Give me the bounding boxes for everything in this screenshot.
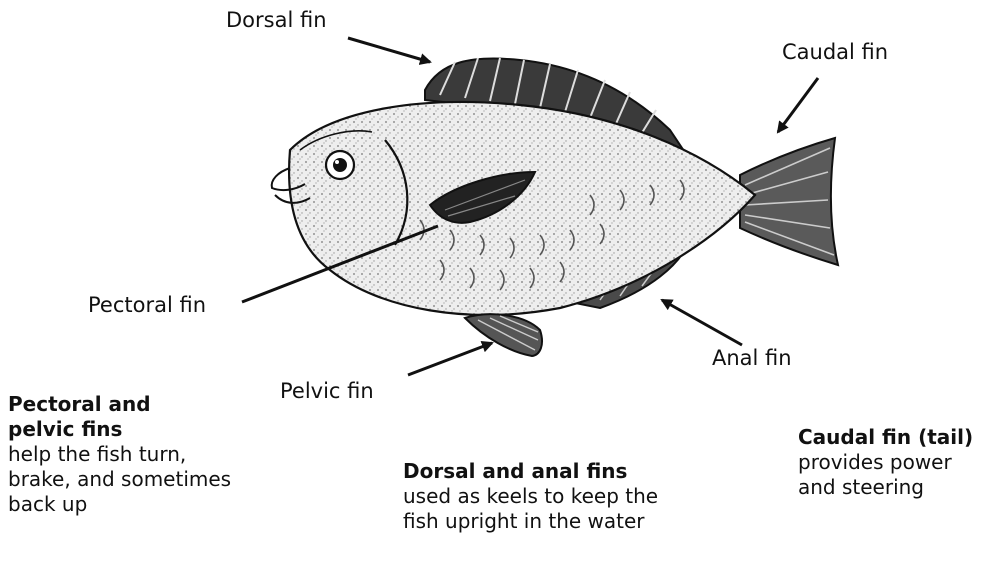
desc-pectoral-pelvic-text: help the fish turn, brake, and sometimes… xyxy=(8,442,240,517)
pelvic-fin-arrow xyxy=(408,343,492,375)
desc-caudal-text: provides power and steering xyxy=(798,450,988,500)
label-pectoral-fin: Pectoral fin xyxy=(88,293,206,317)
desc-dorsal-anal-text: used as keels to keep the fish upright i… xyxy=(403,484,693,534)
anal-fin-arrow xyxy=(662,300,742,345)
desc-dorsal-anal: Dorsal and anal fins used as keels to ke… xyxy=(403,459,703,534)
fish-body xyxy=(289,102,755,315)
dorsal-fin-arrow xyxy=(348,38,430,62)
label-pelvic-fin: Pelvic fin xyxy=(280,379,374,403)
desc-pectoral-pelvic-heading: Pectoral and pelvic fins xyxy=(8,392,188,442)
label-anal-fin: Anal fin xyxy=(712,346,792,370)
desc-caudal-heading: Caudal fin (tail) xyxy=(798,425,998,450)
caudal-fin-shape xyxy=(740,138,838,265)
fish-eye xyxy=(326,151,354,179)
label-caudal-fin: Caudal fin xyxy=(782,40,888,64)
label-dorsal-fin: Dorsal fin xyxy=(226,8,327,32)
caudal-fin-arrow xyxy=(778,78,818,132)
desc-pectoral-pelvic: Pectoral and pelvic fins help the fish t… xyxy=(8,392,240,517)
desc-caudal: Caudal fin (tail) provides power and ste… xyxy=(798,425,998,500)
desc-dorsal-anal-heading: Dorsal and anal fins xyxy=(403,459,703,484)
